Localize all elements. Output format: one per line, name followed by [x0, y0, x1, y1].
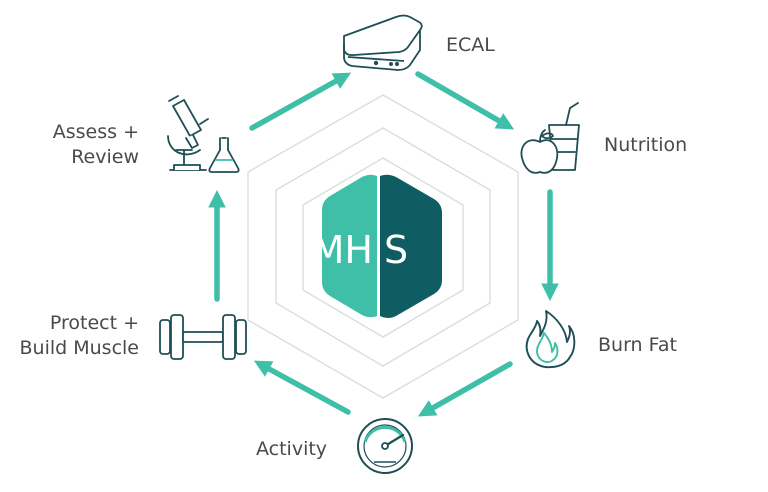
- cycle-arrows: [208, 71, 559, 417]
- label-assess-line2: Review: [71, 146, 139, 168]
- logo-left-half: [322, 174, 377, 318]
- logo-right-half: [380, 174, 442, 318]
- ecal-device-icon: [343, 14, 423, 71]
- logo-text-mh: MH: [312, 228, 373, 272]
- mhs-logo: MH S: [312, 174, 442, 318]
- label-activity: Activity: [256, 438, 328, 460]
- burn-fat-flame-icon: [525, 310, 576, 369]
- label-assess-line1: Assess +: [52, 121, 139, 143]
- label-nutrition: Nutrition: [604, 134, 688, 156]
- ring-middle: [275, 127, 491, 367]
- label-assess-review: Assess + Review: [0, 120, 139, 170]
- arrow-assess-to-ecal: [249, 72, 352, 131]
- label-protect-line2: Build Muscle: [19, 337, 139, 359]
- nutrition-apple-glass-icon: [520, 102, 580, 174]
- arrow-activity-to-protect: [253, 360, 351, 415]
- concentric-rings: [247, 94, 519, 399]
- label-burn-fat: Burn Fat: [598, 334, 677, 356]
- microscope-flask-icon: [167, 95, 240, 173]
- activity-gauge-icon: [357, 418, 413, 474]
- dumbbell-icon: [159, 314, 247, 360]
- label-ecal: ECAL: [446, 34, 495, 56]
- ring-outer: [247, 94, 519, 399]
- label-protect-build-muscle: Protect + Build Muscle: [0, 311, 139, 361]
- arrow-burn-fat-to-activity: [417, 361, 513, 417]
- label-protect-line1: Protect +: [49, 312, 139, 334]
- ring-inner: [302, 157, 464, 338]
- arrow-ecal-to-nutrition: [415, 71, 515, 130]
- logo-text-s: S: [384, 228, 408, 272]
